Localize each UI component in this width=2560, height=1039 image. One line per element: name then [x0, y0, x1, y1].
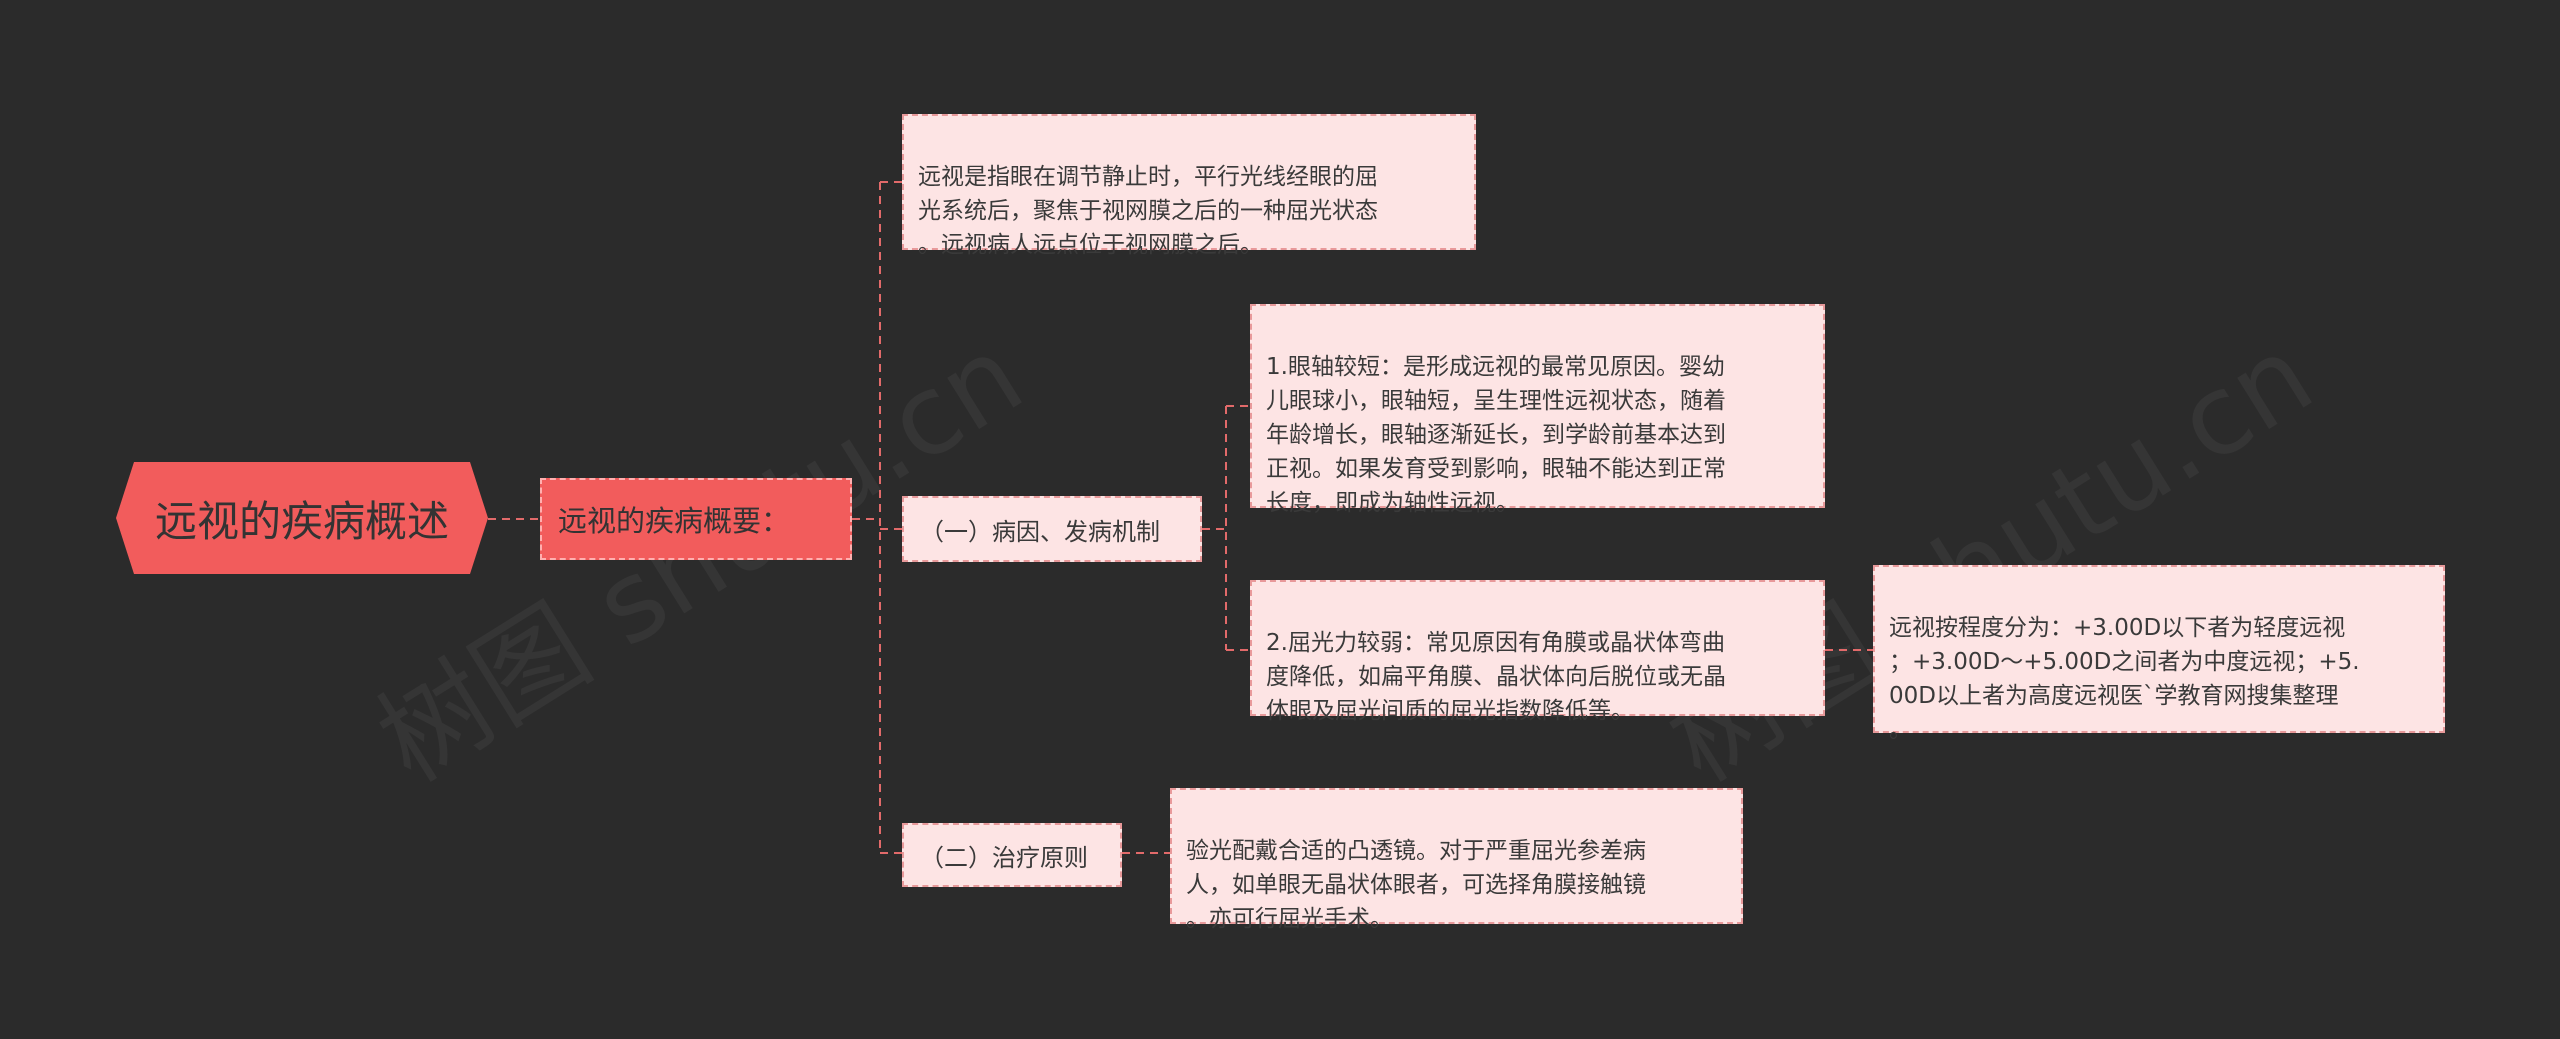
cause-item-1-text: 1.眼轴较短：是形成远视的最常见原因。婴幼 儿眼球小，眼轴短，呈生理性远视状态，…	[1266, 354, 1726, 516]
link-cause-items	[1202, 405, 1250, 651]
cause-item-1[interactable]: 1.眼轴较短：是形成远视的最常见原因。婴幼 儿眼球小，眼轴短，呈生理性远视状态，…	[1250, 304, 1825, 516]
cause-node[interactable]: （一）病因、发病机制	[902, 496, 1202, 562]
root-topic-label: 远视的疾病概述	[154, 496, 449, 546]
treatment-label: （二）治疗原则	[920, 843, 1088, 872]
cause-item-2-text: 2.屈光力较弱：常见原因有角膜或晶状体弯曲 度降低，如扁平角膜、晶状体向后脱位或…	[1266, 630, 1726, 724]
definition-node[interactable]: 远视是指眼在调节静止时，平行光线经眼的屈 光系统后，聚焦于视网膜之后的一种屈光状…	[902, 114, 1476, 258]
cause-item-2[interactable]: 2.屈光力较弱：常见原因有角膜或晶状体弯曲 度降低，如扁平角膜、晶状体向后脱位或…	[1250, 580, 1825, 724]
cause-label: （一）病因、发病机制	[920, 517, 1160, 546]
definition-text: 远视是指眼在调节静止时，平行光线经眼的屈 光系统后，聚焦于视网膜之后的一种屈光状…	[918, 164, 1378, 258]
subtopic-overview-label: 远视的疾病概要：	[558, 504, 791, 538]
subtopic-overview[interactable]: 远视的疾病概要：	[540, 478, 852, 560]
degree-detail-text: 远视按程度分为：+3.00D以下者为轻度远视 ；+3.00D～+5.00D之间者…	[1889, 615, 2360, 743]
treatment-node[interactable]: （二）治疗原则	[902, 823, 1122, 887]
root-topic[interactable]: 远视的疾病概述	[116, 462, 488, 574]
degree-detail-node[interactable]: 远视按程度分为：+3.00D以下者为轻度远视 ；+3.00D～+5.00D之间者…	[1873, 565, 2445, 743]
link-sub-branches	[852, 181, 902, 854]
treatment-detail-text: 验光配戴合适的凸透镜。对于严重屈光参差病 人，如单眼无晶状体眼者，可选择角膜接触…	[1186, 838, 1646, 932]
treatment-detail-node[interactable]: 验光配戴合适的凸透镜。对于严重屈光参差病 人，如单眼无晶状体眼者，可选择角膜接触…	[1170, 788, 1743, 932]
